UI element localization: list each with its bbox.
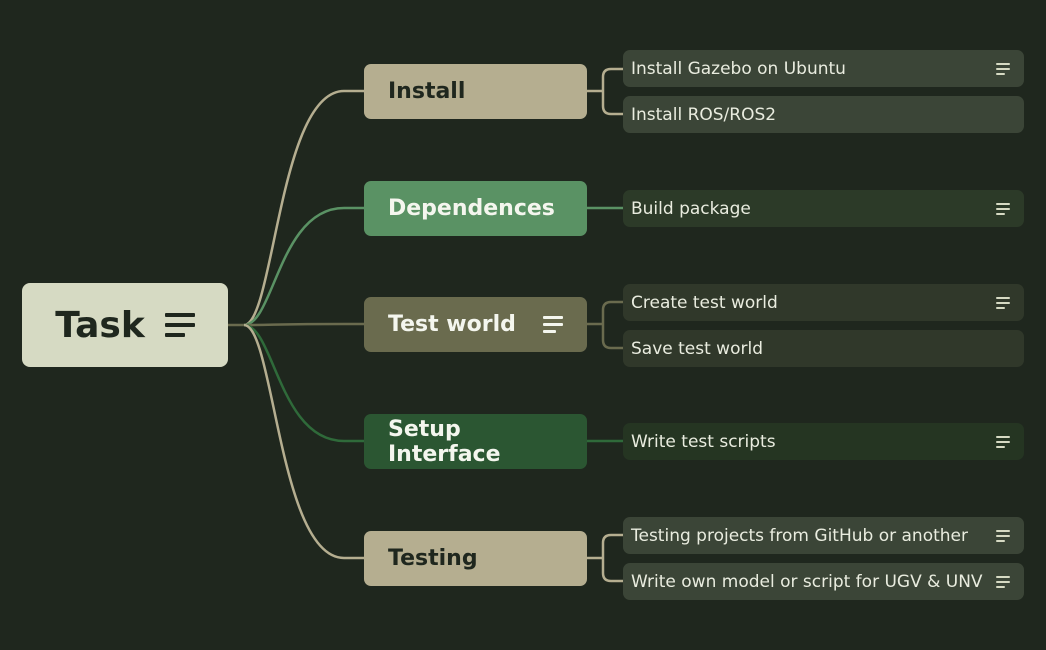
branch-label: Test world bbox=[388, 312, 516, 337]
leaf-create-test-world[interactable]: Create test world bbox=[623, 284, 1024, 321]
note-icon[interactable] bbox=[996, 62, 1010, 75]
leaf-connector-line bbox=[601, 300, 623, 324]
branch-label: Testing bbox=[388, 546, 478, 571]
branch-connector-line bbox=[243, 89, 364, 327]
branch-connector-line bbox=[243, 323, 364, 443]
leaf-write-own-model[interactable]: Write own model or script for UGV & UNV bbox=[623, 563, 1024, 600]
leaf-label: Install ROS/ROS2 bbox=[631, 104, 777, 125]
root-topic-task[interactable]: Task bbox=[22, 283, 228, 367]
leaf-label: Install Gazebo on Ubuntu bbox=[631, 58, 846, 79]
note-icon[interactable] bbox=[543, 316, 563, 333]
leaf-testing-projects-github[interactable]: Testing projects from GitHub or another bbox=[623, 517, 1024, 554]
note-icon[interactable] bbox=[164, 313, 195, 337]
branch-testing[interactable]: Testing bbox=[364, 531, 587, 586]
leaf-connector-line bbox=[601, 558, 623, 583]
note-icon[interactable] bbox=[996, 435, 1010, 448]
note-icon[interactable] bbox=[996, 575, 1010, 588]
root-topic-label: Task bbox=[55, 304, 145, 346]
leaf-write-test-scripts[interactable]: Write test scripts bbox=[623, 423, 1024, 460]
branch-install[interactable]: Install bbox=[364, 64, 587, 119]
note-icon[interactable] bbox=[996, 529, 1010, 542]
branch-dependences[interactable]: Dependences bbox=[364, 181, 587, 236]
leaf-label: Build package bbox=[631, 198, 751, 219]
note-icon[interactable] bbox=[996, 202, 1010, 215]
leaf-label: Write own model or script for UGV & UNV bbox=[631, 571, 983, 592]
branch-label: Dependences bbox=[388, 196, 555, 221]
leaf-build-package[interactable]: Build package bbox=[623, 190, 1024, 227]
branch-connector-line bbox=[243, 206, 364, 327]
leaf-connector-line bbox=[601, 324, 623, 350]
leaf-save-test-world[interactable]: Save test world bbox=[623, 330, 1024, 367]
branch-connector-line bbox=[243, 323, 364, 560]
branch-test-world[interactable]: Test world bbox=[364, 297, 587, 352]
leaf-label: Testing projects from GitHub or another bbox=[631, 525, 968, 546]
leaf-label: Write test scripts bbox=[631, 431, 776, 452]
branch-label: Install bbox=[388, 79, 466, 104]
leaf-install-ros[interactable]: Install ROS/ROS2 bbox=[623, 96, 1024, 133]
leaf-connector-line bbox=[601, 67, 623, 91]
branch-label: Setup Interface bbox=[388, 416, 501, 467]
leaf-install-gazebo[interactable]: Install Gazebo on Ubuntu bbox=[623, 50, 1024, 87]
leaf-connector-line bbox=[601, 533, 623, 558]
leaf-connector-line bbox=[601, 91, 623, 116]
branch-setup-interface[interactable]: Setup Interface bbox=[364, 414, 587, 469]
leaf-label: Save test world bbox=[631, 338, 763, 359]
leaf-label: Create test world bbox=[631, 292, 778, 313]
note-icon[interactable] bbox=[996, 296, 1010, 309]
branch-connector-line bbox=[243, 322, 364, 327]
